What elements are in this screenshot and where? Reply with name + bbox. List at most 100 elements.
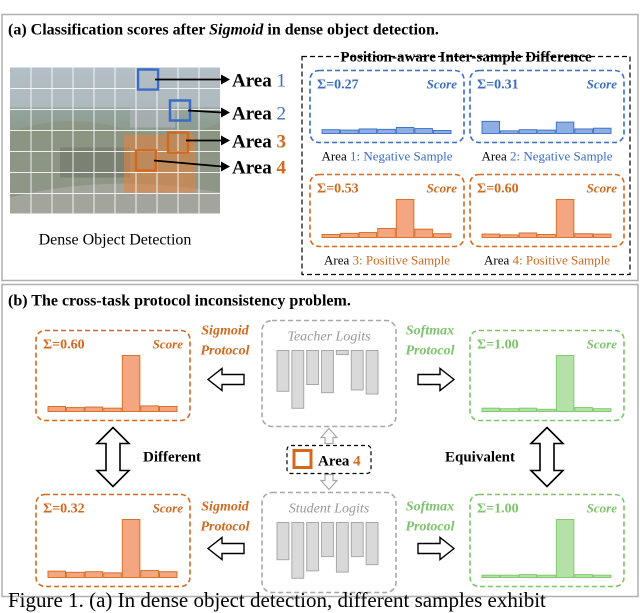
sigmoid-teacher-card-sum: Σ=0.60 <box>43 338 85 353</box>
softmax-student-card-frame <box>469 493 625 588</box>
softmax-protocol-top-line: Protocol <box>406 344 455 359</box>
sample-card-2-frame <box>469 69 625 144</box>
softmax-teacher-card-bar <box>518 407 538 412</box>
sigmoid-protocol-top-line: Sigmoid <box>201 324 249 339</box>
sample-card-3: Σ=0.53 Score <box>309 173 465 248</box>
panel-b-frame <box>1 283 639 598</box>
image-caption: Dense Object Detection <box>39 232 192 249</box>
figure-caption: Figure 1. (a) In dense object detection,… <box>8 588 546 612</box>
softmax-student-card-bar <box>481 574 501 578</box>
sample-card-1-frame <box>309 69 465 144</box>
softmax-teacher-card-sum: Σ=1.00 <box>477 338 519 353</box>
sample-card-3-bar <box>432 233 452 238</box>
sigmoid-teacher-card-bar <box>140 405 159 412</box>
sample-card-3-bar <box>358 232 378 238</box>
sigmoid-student-card-frame <box>35 493 191 588</box>
sigmoid-teacher-card-frame <box>35 329 191 422</box>
equivalent-double-arrow <box>529 426 565 488</box>
sample-card-3-score-label: Score <box>427 181 458 196</box>
sigmoid-teacher-card-bar <box>47 406 67 412</box>
sample-card-1-bar <box>414 128 433 134</box>
sample-desc: 4: Positive Sample <box>513 253 611 268</box>
teacher-logits-bar <box>321 350 334 394</box>
detection-photo <box>10 67 220 214</box>
sigmoid-student-card-bar <box>66 571 85 578</box>
sample-card-2-bar <box>500 130 519 134</box>
sample-caption-2: Area 2: Negative Sample <box>481 149 612 164</box>
sample-card-1-sum: Σ=0.27 <box>317 78 359 93</box>
sample-card-4-bar <box>537 234 556 238</box>
student-logits-frame <box>261 491 397 594</box>
softmax-student-card-sum: Σ=1.00 <box>477 502 519 517</box>
teacher-logits-bar <box>276 350 290 392</box>
softmax-student-card-bar <box>500 574 519 578</box>
softmax-teacher-card-bar <box>592 408 612 412</box>
teacher-logits-bar <box>291 350 305 409</box>
sample-card-1-bar <box>377 128 396 134</box>
sample-card-3-sum: Σ=0.53 <box>317 182 359 197</box>
softmax-student-card-bar <box>555 519 575 578</box>
sample-card-1-score-label: Score <box>427 77 458 92</box>
arrow-to-sigmoid-student <box>206 536 245 561</box>
teacher-logits-frame <box>261 319 397 428</box>
arrow-to-softmax-teacher <box>417 367 456 392</box>
center-area-num: 4 <box>353 454 361 470</box>
sigmoid-student-card-bar <box>47 570 67 578</box>
arrow-to-softmax-student <box>417 536 456 561</box>
student-logits-bar <box>365 522 379 566</box>
student-logits-bar <box>335 522 349 573</box>
different-label: Different <box>143 450 201 466</box>
sample-card-3-bar <box>414 228 433 238</box>
sample-card-1-bar <box>432 130 452 134</box>
sample-card-3-bar <box>321 234 341 238</box>
sample-card-2-bar <box>518 129 538 134</box>
sigmoid-teacher-card-bar <box>84 406 104 412</box>
sample-card-2-bar <box>592 127 612 134</box>
sample-area-word: Area <box>324 253 353 268</box>
student-logits-bar <box>306 522 320 572</box>
teacher-logits-bar <box>365 350 379 395</box>
sample-card-3-bar <box>377 227 396 238</box>
sigmoid-student-card-bar <box>84 571 104 578</box>
different-double-arrow <box>95 426 131 488</box>
sample-card-2-bar <box>574 128 593 134</box>
sample-card-4-bar <box>574 233 593 238</box>
sigmoid-teacher-card-score-label: Score <box>153 337 184 352</box>
teacher-logits-bar <box>306 350 320 385</box>
softmax-teacher-card-frame <box>469 329 625 422</box>
area-3-box <box>166 131 190 154</box>
softmax-protocol-bottom-line: Softmax <box>406 500 454 515</box>
sample-desc: 1: Negative Sample <box>350 149 453 164</box>
softmax-student-card-bar <box>537 574 556 578</box>
sample-area-word: Area <box>321 149 350 164</box>
sigmoid-student-card-sum: Σ=0.32 <box>43 502 85 517</box>
sigmoid-student-card-score-label: Score <box>153 501 184 516</box>
arrow-to-sigmoid-teacher <box>206 367 245 392</box>
softmax-teacher-card-bar <box>500 408 519 412</box>
softmax-student-card-bar <box>592 574 612 578</box>
sigmoid-student-card-bar <box>158 571 178 578</box>
teacher-logits-label: Teacher Logits <box>287 330 371 345</box>
center-area-label: Area 4 <box>318 454 361 470</box>
area-pointers <box>153 78 223 168</box>
sample-card-2-bar <box>481 120 501 134</box>
sigmoid-teacher-card-bar <box>66 407 85 412</box>
sigmoid-teacher-card-bar <box>158 406 178 412</box>
softmax-student-card-bar <box>518 574 538 578</box>
student-logits-bar <box>321 522 334 558</box>
sample-area-word: Area <box>484 253 513 268</box>
sample-card-4-bar <box>481 233 501 238</box>
softmax-teacher-card-bar <box>555 355 575 412</box>
student-logits-bar <box>291 522 305 579</box>
sample-card-3-bar <box>395 199 415 238</box>
sample-card-4-bar <box>555 199 575 238</box>
